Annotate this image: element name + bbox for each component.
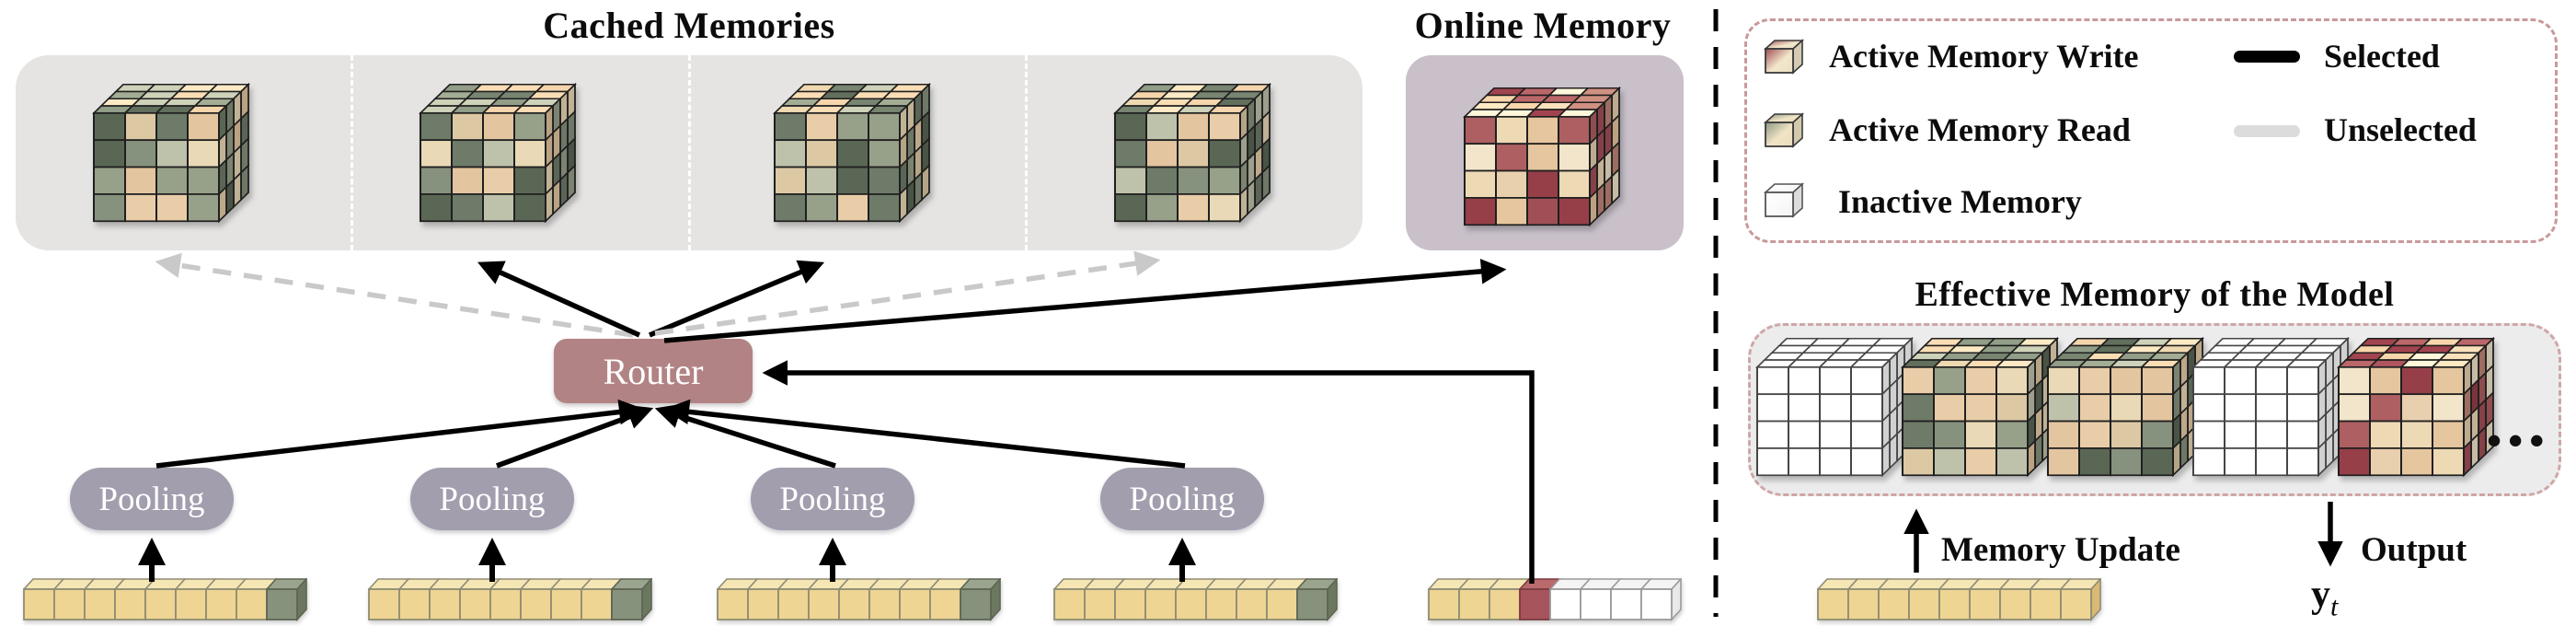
output-symbol: yt: [2311, 573, 2338, 622]
arrow-router-to-cached1-unselected: [155, 252, 634, 338]
cached-slot-1: [16, 55, 353, 250]
token-strip-3: [716, 576, 1002, 626]
pooling-label: Pooling: [779, 480, 886, 518]
output-symbol-y: y: [2311, 574, 2330, 616]
pooling-label: Pooling: [439, 480, 546, 518]
arrow-pooling1-to-router: [155, 399, 645, 469]
effective-stack-read-1: [1900, 336, 2060, 481]
output-label: Output: [2361, 531, 2467, 569]
online-memory-stack: [1462, 86, 1622, 231]
cached-slot-3: [691, 55, 1029, 250]
token-strip-1: [22, 576, 308, 626]
cached-slot-2: [353, 55, 691, 250]
arrow-router-to-cached2-selected: [477, 261, 641, 338]
router-label: Router: [603, 350, 704, 392]
cached-memories-title: Cached Memories: [543, 5, 835, 46]
active-memory-write-cube-icon: [1763, 39, 1807, 75]
arrow-router-to-cached3-selected: [648, 260, 825, 338]
effective-stack-inactive-2: [2191, 336, 2351, 481]
legend-label-active-write: Active Memory Write: [1829, 38, 2139, 75]
memory-update-label: Memory Update: [1941, 531, 2180, 569]
memory-update-token-strip: [1816, 576, 2102, 626]
arrow-pooling4-to-router: [663, 399, 1186, 469]
pooling-box-3: Pooling: [751, 468, 914, 530]
legend-label-active-read: Active Memory Read: [1829, 111, 2131, 148]
legend-label-selected: Selected: [2324, 38, 2440, 75]
effective-stack-write: [2336, 336, 2496, 481]
pooling-box-4: Pooling: [1100, 468, 1264, 530]
pooling-label: Pooling: [1129, 480, 1236, 518]
effective-stack-read-2: [2045, 336, 2205, 481]
unselected-line-swatch: [2234, 125, 2300, 137]
legend-label-unselected: Unselected: [2324, 111, 2477, 148]
cached-memory-stack-1: [91, 82, 251, 227]
effective-memory-title: Effective Memory of the Model: [1915, 275, 2395, 314]
selected-line-swatch: [2234, 51, 2300, 63]
pooling-label: Pooling: [98, 480, 205, 518]
token-strip-online: [1427, 576, 1683, 626]
cached-memory-stack-2: [418, 82, 578, 227]
effective-stack-inactive-1: [1754, 336, 1915, 481]
ellipsis-dots: •••: [2487, 417, 2551, 464]
pooling-box-2: Pooling: [410, 468, 574, 530]
inactive-memory-cube-icon: [1763, 182, 1807, 219]
arrow-pooling3-to-router: [654, 403, 836, 469]
arrow-pooling2-to-router: [496, 404, 654, 469]
cached-memory-stack-4: [1112, 82, 1272, 227]
output-symbol-subscript: t: [2330, 591, 2339, 622]
arrow-router-to-online-selected: [663, 259, 1507, 343]
arrow-router-to-cached4-unselected: [654, 250, 1161, 336]
token-strip-2: [367, 576, 653, 626]
active-memory-read-cube-icon: [1763, 112, 1807, 149]
legend-label-inactive: Inactive Memory: [1838, 183, 2082, 220]
cached-memory-stack-3: [772, 82, 932, 227]
pooling-box-1: Pooling: [70, 468, 234, 530]
online-memory-title: Online Memory: [1414, 5, 1672, 46]
legend-box: [1744, 18, 2558, 243]
token-strip-4: [1052, 576, 1339, 626]
router-box: Router: [554, 339, 753, 403]
